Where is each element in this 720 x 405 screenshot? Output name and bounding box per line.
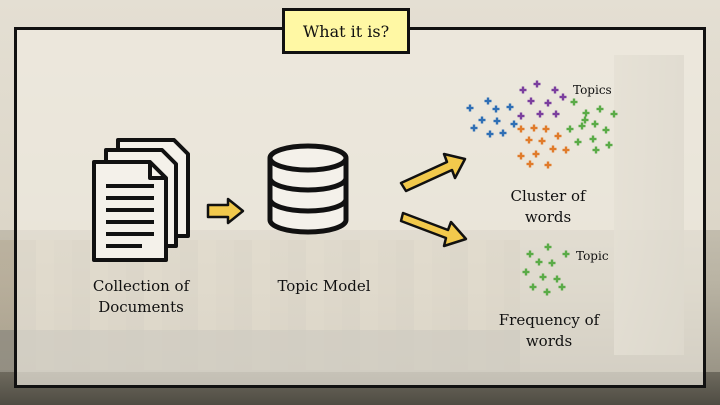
frequency-label: Frequency of words <box>488 310 610 352</box>
plus-icon <box>510 120 518 128</box>
plus-icon <box>558 283 566 291</box>
plus-icon <box>526 250 534 258</box>
plus-icon <box>591 120 599 128</box>
plus-icon <box>562 250 570 258</box>
topic-model-label: Topic Model <box>262 276 386 297</box>
plus-icon <box>589 135 597 143</box>
plus-icon <box>574 138 582 146</box>
plus-icon <box>532 150 540 158</box>
plus-icon <box>478 116 486 124</box>
arrow-model-to-cluster <box>399 152 467 193</box>
plus-icon <box>506 103 514 111</box>
plus-icon <box>548 259 556 267</box>
plus-icon <box>493 117 501 125</box>
plus-icon <box>470 124 478 132</box>
plus-icon <box>530 124 538 132</box>
plus-icon <box>562 146 570 154</box>
plus-icon <box>535 258 543 266</box>
plus-icon <box>605 141 613 149</box>
plus-icon <box>522 268 530 276</box>
title-box: What it is? <box>282 8 410 54</box>
cluster-label: Cluster of words <box>494 186 602 228</box>
plus-icon <box>527 97 535 105</box>
plus-icon <box>533 80 541 88</box>
topic-tag: Topic <box>576 249 609 263</box>
documents-label: Collection of Documents <box>82 276 200 318</box>
document-stack-icon <box>92 138 190 262</box>
plus-icon <box>543 288 551 296</box>
plus-icon <box>544 99 552 107</box>
plus-icon <box>517 112 525 120</box>
plus-icon <box>559 93 567 101</box>
plus-icon <box>536 110 544 118</box>
plus-icon <box>596 105 604 113</box>
arrow-model-to-frequency <box>399 211 468 248</box>
plus-icon <box>539 273 547 281</box>
plus-icon <box>566 125 574 133</box>
plus-icon <box>492 105 500 113</box>
plus-icon <box>554 132 562 140</box>
database-icon <box>267 143 349 235</box>
plus-icon <box>549 145 557 153</box>
plus-icon <box>610 110 618 118</box>
plus-icon <box>486 130 494 138</box>
plus-icon <box>552 110 560 118</box>
plus-icon <box>544 161 552 169</box>
plus-icon <box>529 283 537 291</box>
plus-icon <box>582 109 590 117</box>
plus-icon <box>517 125 525 133</box>
plus-icon <box>581 116 589 124</box>
cluster-label-text: Cluster of words <box>510 187 586 226</box>
arrow-documents-to-model <box>206 197 245 225</box>
plus-icon <box>602 126 610 134</box>
topic-frequency-marks <box>522 243 570 296</box>
plus-icon <box>517 152 525 160</box>
plus-icon <box>592 146 600 154</box>
page-title: What it is? <box>302 21 390 41</box>
plus-icon <box>466 104 474 112</box>
plus-icon <box>578 122 586 130</box>
documents-label-text: Collection of Documents <box>92 277 190 316</box>
topics-tag: Topics <box>573 83 612 97</box>
frequency-label-text: Frequency of words <box>498 311 600 350</box>
plus-icon <box>551 86 559 94</box>
plus-icon <box>519 86 527 94</box>
plus-icon <box>570 98 578 106</box>
plus-icon <box>538 137 546 145</box>
plus-icon <box>499 129 507 137</box>
topic-cluster-marks <box>466 80 618 169</box>
plus-icon <box>526 160 534 168</box>
plus-icon <box>553 275 561 283</box>
plus-icon <box>484 97 492 105</box>
plus-icon <box>544 243 552 251</box>
plus-icon <box>542 125 550 133</box>
topic-model-label-text: Topic Model <box>277 277 371 295</box>
plus-icon <box>525 136 533 144</box>
